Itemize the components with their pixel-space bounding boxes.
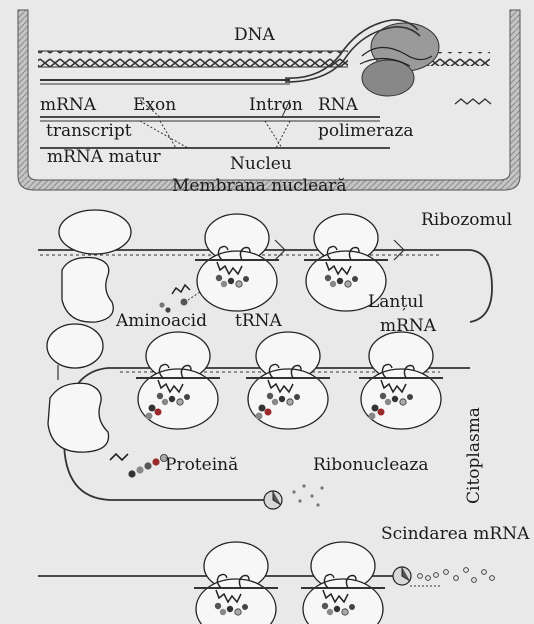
polimeraza-label: polimeraza	[318, 123, 414, 140]
mrna-matur-label: mRNA matur	[47, 149, 161, 166]
scindarea-label: Scindarea mRNA	[381, 526, 529, 543]
intron-label: Intron	[249, 97, 303, 114]
aminoacid-label: Aminoacid	[116, 313, 207, 330]
ribozomul-label: Ribozomul	[421, 212, 512, 229]
membrana-label: Membrana nucleară	[172, 178, 347, 195]
transcript-label: transcript	[46, 123, 132, 140]
mrna-label: mRNA	[40, 97, 96, 114]
nucleu-label: Nucleu	[230, 156, 292, 173]
ribonucleaza-label: Ribonucleaza	[313, 457, 429, 474]
dna-label: DNA	[234, 27, 275, 44]
lantul-mrna-label: mRNA	[380, 318, 436, 335]
proteina-label: Proteină	[165, 457, 238, 474]
exon-label: Exon	[133, 97, 176, 114]
rna-label: RNA	[318, 97, 358, 114]
citoplasma-label: Citoplasma	[466, 407, 483, 504]
lantul-label: Lanțul	[368, 294, 424, 311]
trna-label: tRNA	[235, 313, 282, 330]
